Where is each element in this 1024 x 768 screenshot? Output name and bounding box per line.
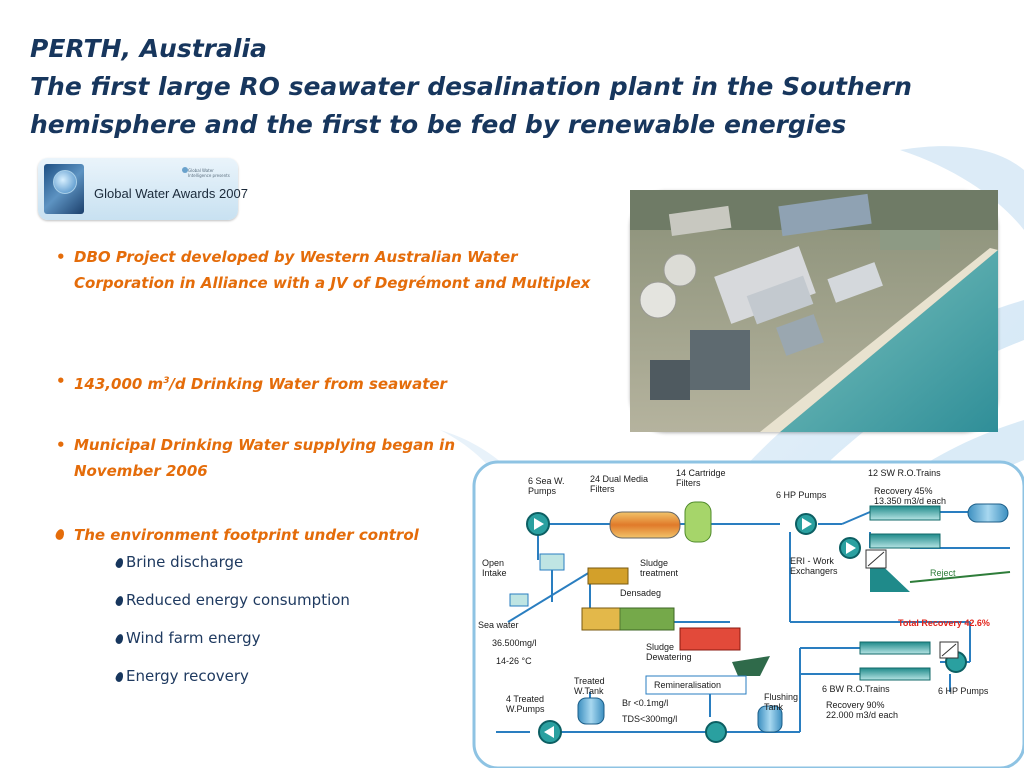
bullet-text: DBO Project developed by Western Austral… (74, 248, 591, 292)
water-drop-icon (114, 595, 125, 607)
water-drop-icon (54, 522, 70, 548)
sub-bullet-item: Wind farm energy (114, 629, 261, 647)
sub-bullet-item: Brine discharge (114, 553, 244, 571)
label-sea-water: Sea water (478, 620, 519, 630)
label-bw-ro: 6 BW R.O.Trains (822, 684, 890, 694)
bullet-text: 143,000 m3/d Drinking Water from seawate… (74, 368, 594, 397)
sub-bullet-item: Reduced energy consumption (114, 591, 350, 609)
water-drop-icon (114, 671, 125, 683)
sub-bullet-item: Energy recovery (114, 667, 249, 685)
label-salinity: 36.500mg/l (492, 638, 537, 648)
label-bw-recovery: Recovery 90%22.000 m3/d each (826, 700, 899, 720)
label-reject: Reject (930, 568, 956, 578)
bullet-text: The environment footprint under control (74, 526, 419, 544)
bullet-text: Municipal Drinking Water supplying began… (74, 436, 455, 480)
process-flow-svg (472, 460, 1024, 768)
capacity-superscript: 3 (163, 376, 170, 386)
slide-title: PERTH, Australia The first large RO seaw… (30, 30, 990, 144)
title-line-3: hemisphere and the first to be fed by re… (30, 110, 847, 139)
capacity-value: 143,000 m (74, 375, 164, 393)
label-total-recovery: Total Recovery 42.6% (898, 618, 990, 628)
sub-bullet-text: Brine discharge (126, 553, 244, 571)
label-remineralisation: Remineralisation (654, 680, 722, 690)
title-line-1: PERTH, Australia (30, 34, 267, 63)
water-drop-icon (114, 557, 125, 569)
award-small-text: Global Water Intelligence presents (188, 168, 230, 178)
award-badge: Global Water Intelligence presents Globa… (38, 158, 248, 220)
label-sw-recovery: Recovery 45%13.350 m3/d each (874, 486, 947, 506)
label-br: Br <0.1mg/l (622, 698, 669, 708)
plant-aerial-photo (630, 190, 998, 432)
label-hp-pumps-top: 6 HP Pumps (776, 490, 827, 500)
label-densadeg: Densadeg (620, 588, 662, 598)
label-temperature: 14-26 °C (496, 656, 532, 666)
bullet-dot-icon: • (56, 436, 66, 454)
sub-bullet-text: Energy recovery (126, 667, 249, 685)
award-label: Global Water Awards 2007 (94, 186, 248, 201)
capacity-rest: /d Drinking Water from seawater (169, 375, 447, 393)
bullet-dot-icon: • (56, 372, 66, 390)
label-sea-pumps: 6 Sea W.Pumps (528, 476, 565, 496)
sub-bullet-text: Wind farm energy (126, 629, 261, 647)
award-logo-icon (182, 167, 188, 173)
title-line-2: The first large RO seawater desalination… (30, 72, 912, 101)
label-sw-ro: 12 SW R.O.Trains (868, 468, 941, 478)
bullet-dot-icon: • (56, 248, 66, 266)
globe-icon (53, 170, 77, 194)
label-hp-pumps-bottom: 6 HP Pumps (938, 686, 989, 696)
label-tds: TDS<300mg/l (622, 714, 678, 724)
sub-bullet-text: Reduced energy consumption (126, 591, 350, 609)
water-drop-icon (114, 633, 125, 645)
